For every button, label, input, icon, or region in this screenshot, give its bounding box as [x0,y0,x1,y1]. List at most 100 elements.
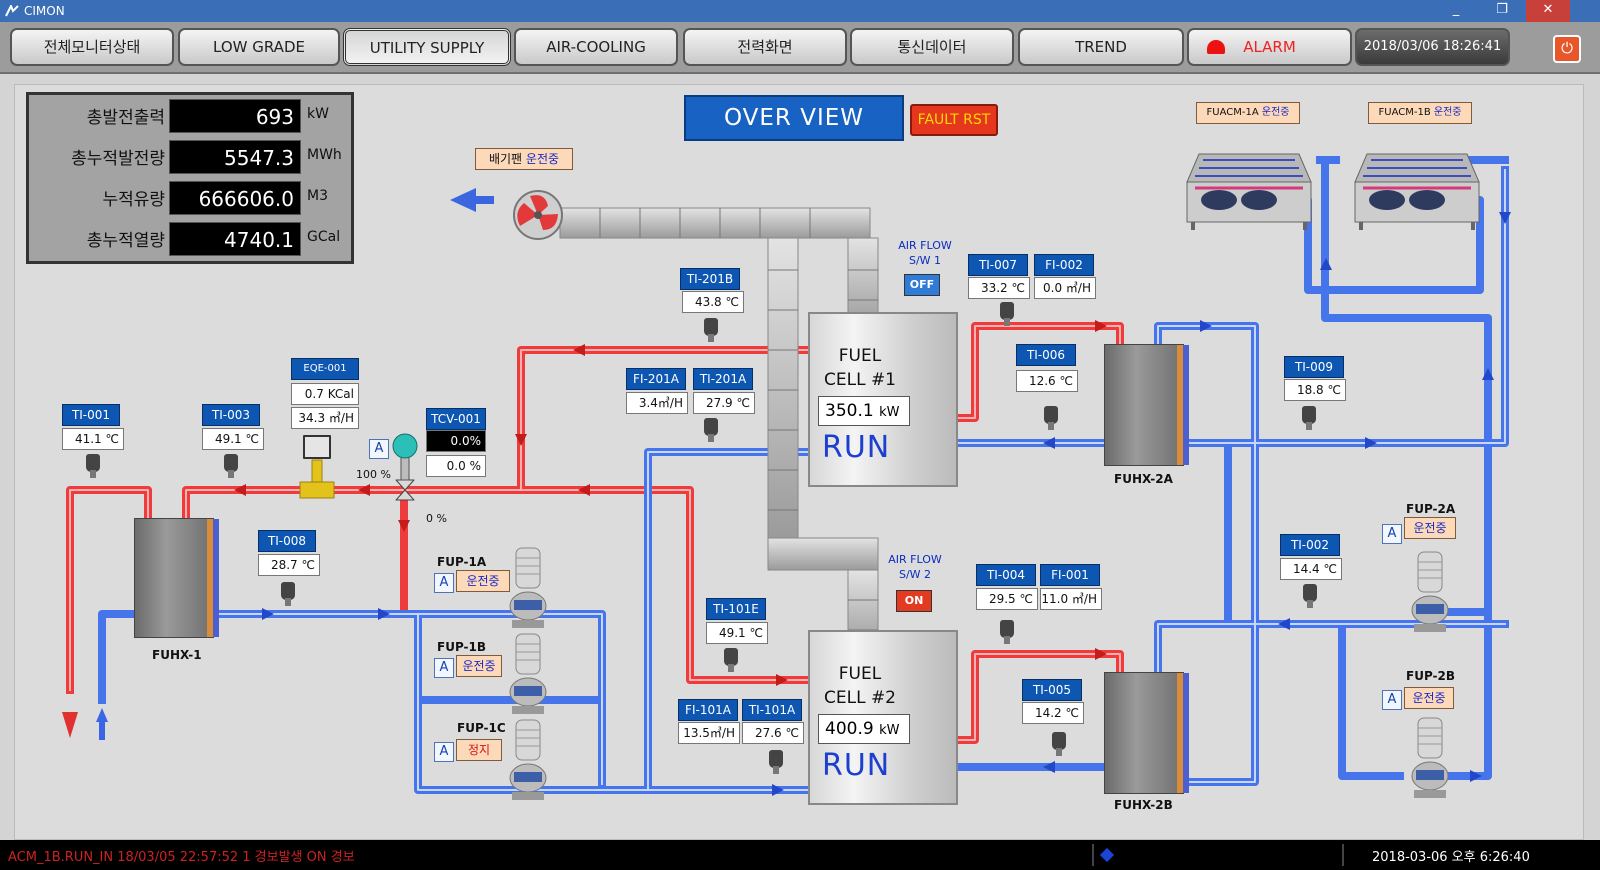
ti-004-value: 29.5 ℃ [976,588,1038,610]
ti-001-tag[interactable]: TI-001 [62,404,120,426]
temperature-sensor-icon [1052,732,1066,756]
fi-201a-tag[interactable]: FI-201A [626,368,686,390]
pump-fup1c-status[interactable]: 정지 [456,739,502,761]
pump-fup1a-status[interactable]: 운전중 [456,570,510,592]
fuel-cell-power: 400.9 kW [818,714,910,744]
temperature-sensor-icon [769,750,783,774]
kpi-label: 총누적발전량 [71,149,165,169]
kpi-cumulative-flow: 누적유량 666606.0 M3 [29,179,357,217]
ti-001-value: 41.1 ℃ [62,428,124,450]
power-icon[interactable]: ⏻ [1553,35,1581,63]
minimize-button[interactable]: _ [1452,2,1460,17]
tcv-valve-icon [299,433,418,501]
pump-fup2a-status[interactable]: 운전중 [1404,517,1456,539]
pump-fup1c-name: FUP-1C [457,721,506,735]
airflow-label: AIR FLOW [888,553,942,566]
kpi-value: 693 [169,99,301,133]
ti-009-tag[interactable]: TI-009 [1284,356,1344,378]
status-alarm-message[interactable]: ACM_1B.RUN_IN 18/03/05 22:57:52 1 경보발생 O… [8,850,355,865]
pump-fup2b-icon[interactable] [1410,716,1450,800]
airflow-sw2-toggle[interactable]: ON [896,590,932,612]
title-bar: CIMON _ ❐ ✕ [0,0,1600,22]
ti-201b-tag[interactable]: TI-201B [680,268,740,290]
pump-fup2a-icon[interactable] [1410,550,1450,634]
ti-005-tag[interactable]: TI-005 [1022,679,1082,701]
alarm-bell-icon [1207,40,1225,54]
ti-007-tag[interactable]: TI-007 [968,254,1028,276]
ti-101e-tag[interactable]: TI-101E [706,598,766,620]
eqe-001-tag[interactable]: EQE-001 [291,358,359,380]
pump-fup1b-mode[interactable]: A [434,658,454,678]
ti-008-tag[interactable]: TI-008 [258,530,316,552]
tab-air-cooling[interactable]: AIR-COOLING [514,28,678,66]
temperature-sensor-icon [86,454,100,478]
airflow-sub: S/W 2 [898,568,932,581]
airflow-sw1-toggle[interactable]: OFF [904,274,940,296]
pump-fup2b-name: FUP-2B [1406,669,1456,683]
kpi-total-output: 총발전출력 693 kW [29,97,357,135]
acm-1b-status[interactable]: FUACM-1B 운전중 [1368,102,1472,124]
tab-power-screen[interactable]: 전력화면 [683,28,847,66]
fault-reset-button[interactable]: FAULT RST [910,104,998,136]
close-button[interactable]: ✕ [1526,0,1570,22]
fan-status: 운전중 [525,152,560,166]
ti-101a-tag[interactable]: TI-101A [742,699,802,721]
fuel-cell-status: RUN [822,748,891,783]
pump-fup1c-mode[interactable]: A [434,742,454,762]
valve-mode-button[interactable]: A [369,439,389,459]
ti-002-value: 14.4 ℃ [1280,558,1342,580]
ti-006-tag[interactable]: TI-006 [1016,344,1076,366]
tab-trend[interactable]: TREND [1018,28,1184,66]
airflow-sub: S/W 1 [908,254,942,267]
pump-fup1c-icon[interactable] [508,718,548,802]
tcv-001-tag[interactable]: TCV-001 [426,408,486,430]
acm-status: 운전중 [1261,107,1290,118]
ti-003-tag[interactable]: TI-003 [202,404,260,426]
pump-fup1b-icon[interactable] [508,632,548,716]
ti-008-value: 28.7 ℃ [258,554,320,576]
pump-fup1b-status[interactable]: 운전중 [456,655,502,677]
pump-fup2a-name: FUP-2A [1406,502,1456,516]
tab-low-grade[interactable]: LOW GRADE [178,28,340,66]
status-indicator-icon [1099,847,1115,863]
valve-open-percent: 100 % [356,468,391,481]
kpi-total-generation: 총누적발전량 5547.3 MWh [29,138,357,176]
kpi-label: 총발전출력 [86,108,165,128]
pump-fup1a-icon[interactable] [508,546,548,630]
heat-exchanger-fuhx1[interactable] [134,518,219,638]
ti-005-value: 14.2 ℃ [1022,702,1084,724]
maximize-button[interactable]: ❐ [1496,2,1508,17]
alarm-label: ALARM [1243,38,1296,56]
fi-002-tag[interactable]: FI-002 [1034,254,1094,276]
ti-002-tag[interactable]: TI-002 [1280,534,1340,556]
tab-overall-monitor[interactable]: 전체모니터상태 [10,28,174,66]
air-cooling-module-icon [1186,153,1312,230]
alarm-button[interactable]: ALARM [1187,28,1352,66]
nav-bar: 전체모니터상태 LOW GRADE UTILITY SUPPLY AIR-COO… [0,22,1600,74]
pump-fup2b-status[interactable]: 운전중 [1404,687,1454,709]
temperature-sensor-icon [224,454,238,478]
ti-201a-tag[interactable]: TI-201A [693,368,753,390]
tab-utility-supply[interactable]: UTILITY SUPPLY [343,28,511,66]
fi-001-tag[interactable]: FI-001 [1040,564,1100,586]
exhaust-fan-status[interactable]: 배기팬 운전중 [475,148,573,170]
kpi-value: 666606.0 [169,181,301,215]
hot-flow-arrows [234,320,1107,686]
tcv-001-output[interactable]: 0.0% [426,430,486,452]
tab-comm-data[interactable]: 통신데이터 [850,28,1014,66]
ti-004-tag[interactable]: TI-004 [976,564,1036,586]
temperature-sensor-icon [704,418,718,442]
fi-101a-tag[interactable]: FI-101A [678,699,738,721]
airflow-sw2-label: AIR FLOW S/W 2 [880,552,950,582]
status-time: 2018-03-06 오후 6:26:40 [1372,850,1530,865]
pump-fup2b-mode[interactable]: A [1382,690,1402,710]
pump-fup2a-mode[interactable]: A [1382,524,1402,544]
heat-exchanger-fuhx2a[interactable] [1104,344,1189,466]
pump-fup1a-mode[interactable]: A [434,573,454,593]
heat-exchanger-fuhx2b[interactable] [1104,672,1189,794]
acm-1a-status[interactable]: FUACM-1A 운전중 [1196,102,1300,124]
